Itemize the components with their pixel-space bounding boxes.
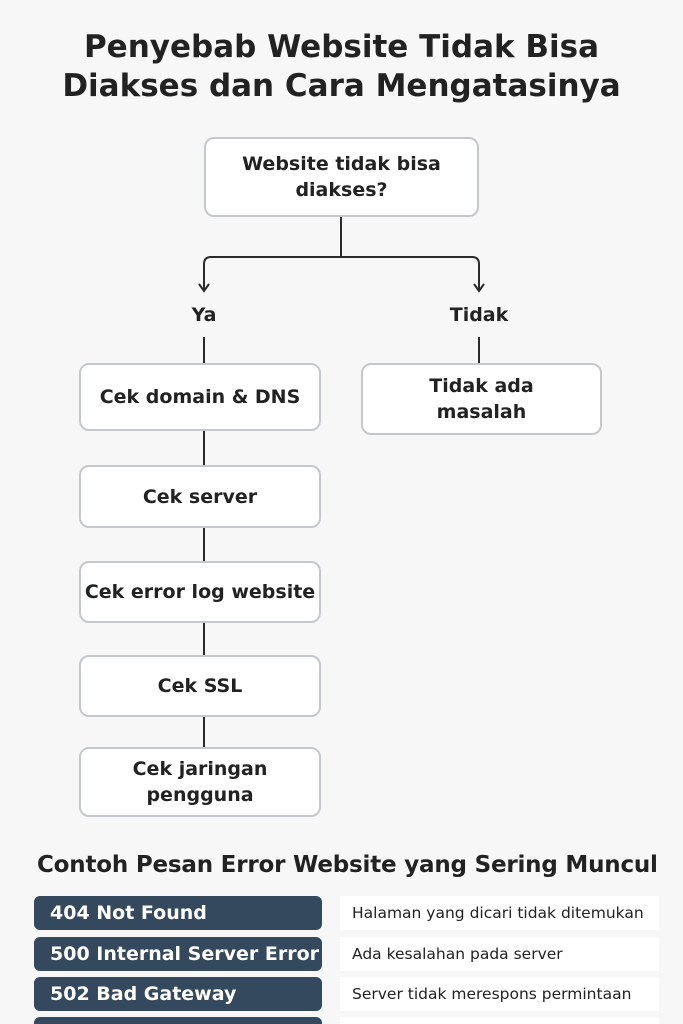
- error-code-badge: 500 Internal Server Error: [34, 937, 322, 971]
- arrow-head-no: [473, 283, 485, 293]
- error-description: Ada kesalahan pada server: [340, 937, 659, 971]
- error-row-partial: [34, 1017, 322, 1024]
- question-box: Website tidak bisa diakses?: [204, 137, 479, 217]
- error-code-badge: 502 Bad Gateway: [34, 977, 322, 1011]
- page-title-line-1: Penyebab Website Tidak Bisa: [83, 29, 600, 65]
- question-line-1: Website tidak bisa: [242, 153, 441, 175]
- connector-branch-no: [341, 256, 480, 290]
- step-5-line-2: pengguna: [146, 784, 254, 806]
- step-5-line-1: Cek jaringan: [132, 758, 268, 780]
- error-row: 502 Bad Gateway Server tidak merespons p…: [34, 977, 659, 1011]
- connector-branch-yes: [203, 256, 341, 290]
- branch-label-no: Tidak: [449, 304, 509, 326]
- step-3-line-1: Cek error log website: [84, 581, 316, 603]
- page-title: Penyebab Website Tidak Bisa Diakses dan …: [0, 28, 683, 106]
- question-line-2: diakses?: [295, 179, 388, 201]
- page-title-line-2: Diakses dan Cara Mengatasinya: [62, 68, 621, 104]
- error-description: Halaman yang dicari tidak ditemukan: [340, 896, 659, 930]
- step-box-user-network: Cek jaringan pengguna: [79, 747, 321, 817]
- error-row-partial-desc: [340, 1017, 659, 1024]
- step-4-line-1: Cek SSL: [157, 675, 243, 697]
- step-box-domain-dns: Cek domain & DNS: [79, 363, 321, 431]
- step-2-line-1: Cek server: [142, 485, 258, 508]
- error-section-heading: Contoh Pesan Error Website yang Sering M…: [37, 852, 658, 878]
- error-row: 404 Not Found Halaman yang dicari tidak …: [34, 896, 659, 930]
- arrow-head-yes: [198, 283, 210, 293]
- flowchart-connectors: [198, 217, 485, 747]
- step-box-ssl: Cek SSL: [79, 655, 321, 717]
- no-result-line-1: Tidak ada: [429, 375, 534, 397]
- error-code-badge: 404 Not Found: [34, 896, 322, 930]
- error-row: 500 Internal Server Error Ada kesalahan …: [34, 937, 659, 971]
- step-1-line-1: Cek domain & DNS: [99, 386, 301, 408]
- branch-label-yes: Ya: [191, 304, 217, 326]
- step-box-server: Cek server: [79, 465, 321, 528]
- step-box-error-log: Cek error log website: [79, 561, 321, 623]
- no-result-box: Tidak ada masalah: [361, 363, 602, 435]
- no-result-line-2: masalah: [436, 401, 527, 423]
- error-description: Server tidak merespons permintaan: [340, 977, 659, 1011]
